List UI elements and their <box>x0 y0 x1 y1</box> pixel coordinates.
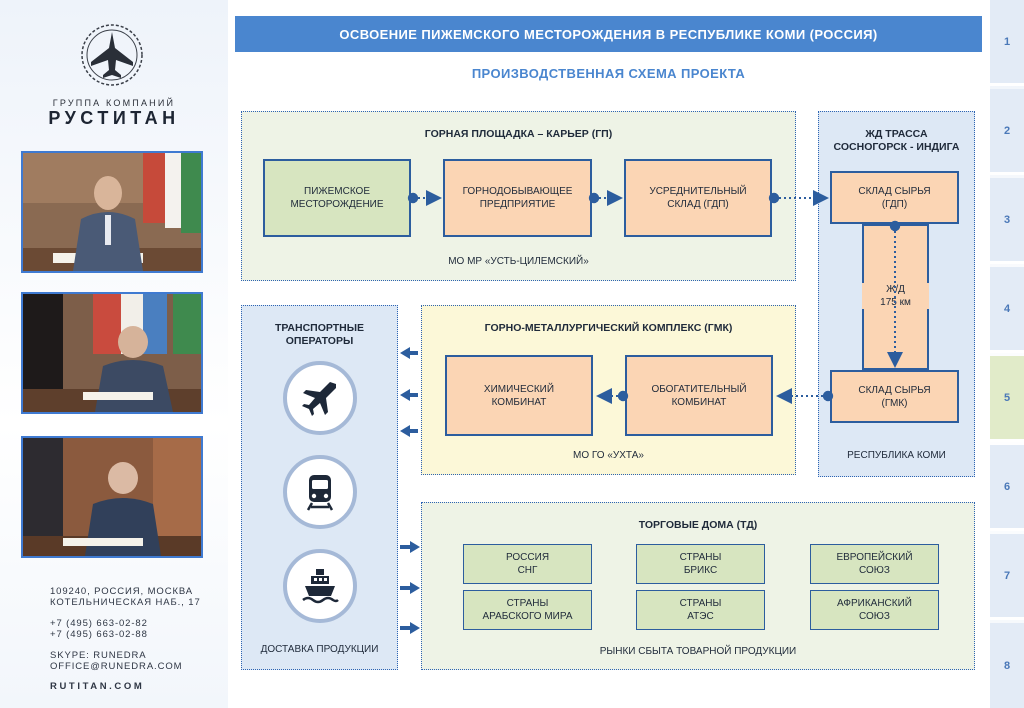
raw-warehouse-gdp-box: СКЛАД СЫРЬЯ (ГДП) <box>830 171 959 224</box>
market-african-union: АФРИКАНСКИЙ СОЮЗ <box>810 590 939 630</box>
page-tab-6[interactable]: 6 <box>990 445 1024 531</box>
train-icon <box>283 455 357 529</box>
brand-name: РУСТИТАН <box>48 108 180 128</box>
railway-distance-label: Ж/Д 175 км <box>862 283 929 309</box>
page-tab-7[interactable]: 7 <box>990 534 1024 620</box>
chemical-plant-box: ХИМИЧЕСКИЙ КОМБИНАТ <box>445 355 593 436</box>
gmk-title: ГОРНО-МЕТАЛЛУРГИЧЕСКИЙ КОМПЛЕКС (ГМК) <box>484 322 733 334</box>
market-arab-world: СТРАНЫ АРАБСКОГО МИРА <box>463 590 592 630</box>
ship-icon <box>283 549 357 623</box>
page-tab-2[interactable]: 2 <box>990 89 1024 175</box>
transport-operators-title: ТРАНСПОРТНЫЕ ОПЕРАТОРЫ <box>274 322 365 347</box>
page-title: ОСВОЕНИЕ ПИЖЕМСКОГО МЕСТОРОЖДЕНИЯ В РЕСП… <box>235 16 982 52</box>
mining-site-footer: МО МР «УСТЬ-ЦИЛЕМСКИЙ» <box>448 256 589 267</box>
transport-operators-footer: ДОСТАВКА ПРОДУКЦИИ <box>260 644 379 655</box>
page-tab-1[interactable]: 1 <box>990 0 1024 86</box>
signing-photo-2 <box>21 292 203 414</box>
market-apec: СТРАНЫ АТЭС <box>636 590 765 630</box>
railway-title: ЖД ТРАССА СОСНОГОРСК - ИНДИГА <box>833 128 960 153</box>
railway-footer: РЕСПУБЛИКА КОМИ <box>847 450 946 461</box>
trade-houses-region: ТОРГОВЫЕ ДОМА (ТД) РЫНКИ СБЫТА ТОВАРНОЙ … <box>421 502 975 670</box>
signing-photo-1 <box>21 151 203 273</box>
page-tab-4[interactable]: 4 <box>990 267 1024 353</box>
mining-site-title: ГОРНАЯ ПЛОЩАДКА – КАРЬЕР (ГП) <box>424 128 613 140</box>
page-navigation: 1 2 3 4 5 6 7 8 <box>990 0 1024 708</box>
jet-fighter-emblem-icon <box>79 22 145 88</box>
processing-plant-box: ОБОГАТИТЕЛЬНЫЙ КОМБИНАТ <box>625 355 773 436</box>
skype-email: SKYPE: RUNEDRA OFFICE@RUNEDRA.COM <box>50 650 183 672</box>
address: 109240, РОССИЯ, МОСКВА КОТЕЛЬНИЧЕСКАЯ НА… <box>50 586 201 608</box>
mining-enterprise-box: ГОРНОДОБЫВАЮЩЕЕ ПРЕДПРИЯТИЕ <box>443 159 592 237</box>
trade-houses-footer: РЫНКИ СБЫТА ТОВАРНОЙ ПРОДУКЦИИ <box>599 646 797 657</box>
page-tab-3[interactable]: 3 <box>990 178 1024 264</box>
sidebar: ГРУППА КОМПАНИЙ РУСТИТАН <box>0 0 228 708</box>
trade-houses-title: ТОРГОВЫЕ ДОМА (ТД) <box>638 519 758 531</box>
page-tab-5[interactable]: 5 <box>990 356 1024 442</box>
airplane-icon <box>283 361 357 435</box>
gmk-footer: МО ГО «УХТА» <box>573 450 644 461</box>
signing-photo-3 <box>21 436 203 558</box>
raw-warehouse-gmk-box: СКЛАД СЫРЬЯ (ГМК) <box>830 370 959 423</box>
market-russia-cis: РОССИЯ СНГ <box>463 544 592 584</box>
group-label: ГРУППА КОМПАНИЙ <box>52 98 176 108</box>
deposit-box: ПИЖЕМСКОЕ МЕСТОРОЖДЕНИЕ <box>263 159 411 237</box>
averaging-warehouse-box: УСРЕДНИТЕЛЬНЫЙ СКЛАД (ГДП) <box>624 159 772 237</box>
phone-numbers: +7 (495) 663-02-82 +7 (495) 663-02-88 <box>50 618 148 640</box>
market-eu: ЕВРОПЕЙСКИЙ СОЮЗ <box>810 544 939 584</box>
website-link[interactable]: RUTITAN.COM <box>50 681 145 692</box>
page-subtitle: ПРОИЗВОДСТВЕННАЯ СХЕМА ПРОЕКТА <box>471 66 746 81</box>
market-brics: СТРАНЫ БРИКС <box>636 544 765 584</box>
page-tab-8[interactable]: 8 <box>990 623 1024 708</box>
